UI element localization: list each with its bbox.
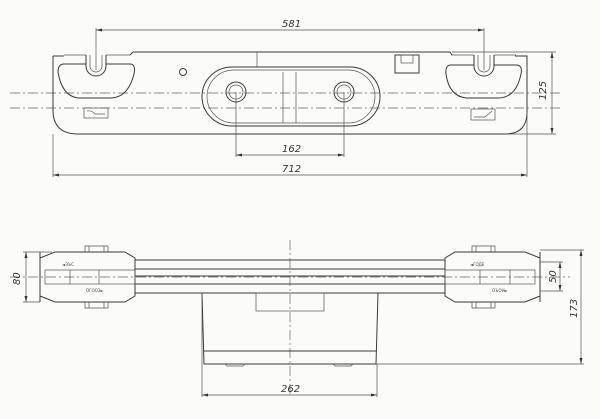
central-slot-inner — [206, 69, 376, 124]
label-right-top: ◄ГОДЕ — [470, 262, 485, 267]
left-notch-inner — [89, 55, 103, 73]
left-pocket — [57, 63, 135, 99]
left-notch — [85, 55, 107, 77]
dim-125: 125 — [538, 81, 549, 100]
base-feet — [224, 363, 354, 367]
latch-inner — [400, 54, 414, 64]
dim-581: 581 — [282, 19, 301, 30]
body-outline — [52, 55, 528, 135]
label-left-bottom: ОГООЗ► — [86, 288, 104, 293]
dim-173: 173 — [569, 299, 580, 318]
left-end-inner — [44, 269, 136, 285]
dim-262: 262 — [281, 384, 300, 395]
right-flanges — [471, 245, 496, 309]
dim-162: 162 — [282, 144, 301, 155]
arrowheads — [558, 262, 562, 291]
label-mark-right-glyph — [474, 110, 493, 118]
label-right-bottom: ОЪОН► — [492, 288, 509, 293]
dim-50: 50 — [548, 270, 559, 283]
dim-712: 712 — [282, 164, 301, 175]
central-slot — [201, 66, 381, 127]
latch — [394, 54, 420, 74]
small-hole — [179, 68, 187, 76]
base-body — [201, 292, 379, 365]
right-end-inner — [444, 269, 536, 285]
base-tab — [255, 292, 325, 312]
right-notch-inner — [477, 55, 491, 73]
label-mark-right — [470, 108, 496, 121]
left-flanges — [84, 245, 109, 309]
right-notch — [473, 55, 495, 77]
label-mark-left — [83, 107, 109, 119]
top-view: 581 125 162 712 — [10, 19, 560, 177]
arrowheads — [24, 252, 28, 302]
label-left-top: ◄ЭЪС — [62, 262, 74, 267]
right-pocket — [445, 64, 522, 99]
label-mark-left-glyph — [86, 110, 105, 115]
dim-80: 80 — [12, 272, 23, 285]
top-edge — [129, 51, 453, 56]
front-view: ◄ЭЪС ОГООЗ► ◄ГОДЕ ОЪОН► 262 80 50 — [10, 240, 584, 397]
